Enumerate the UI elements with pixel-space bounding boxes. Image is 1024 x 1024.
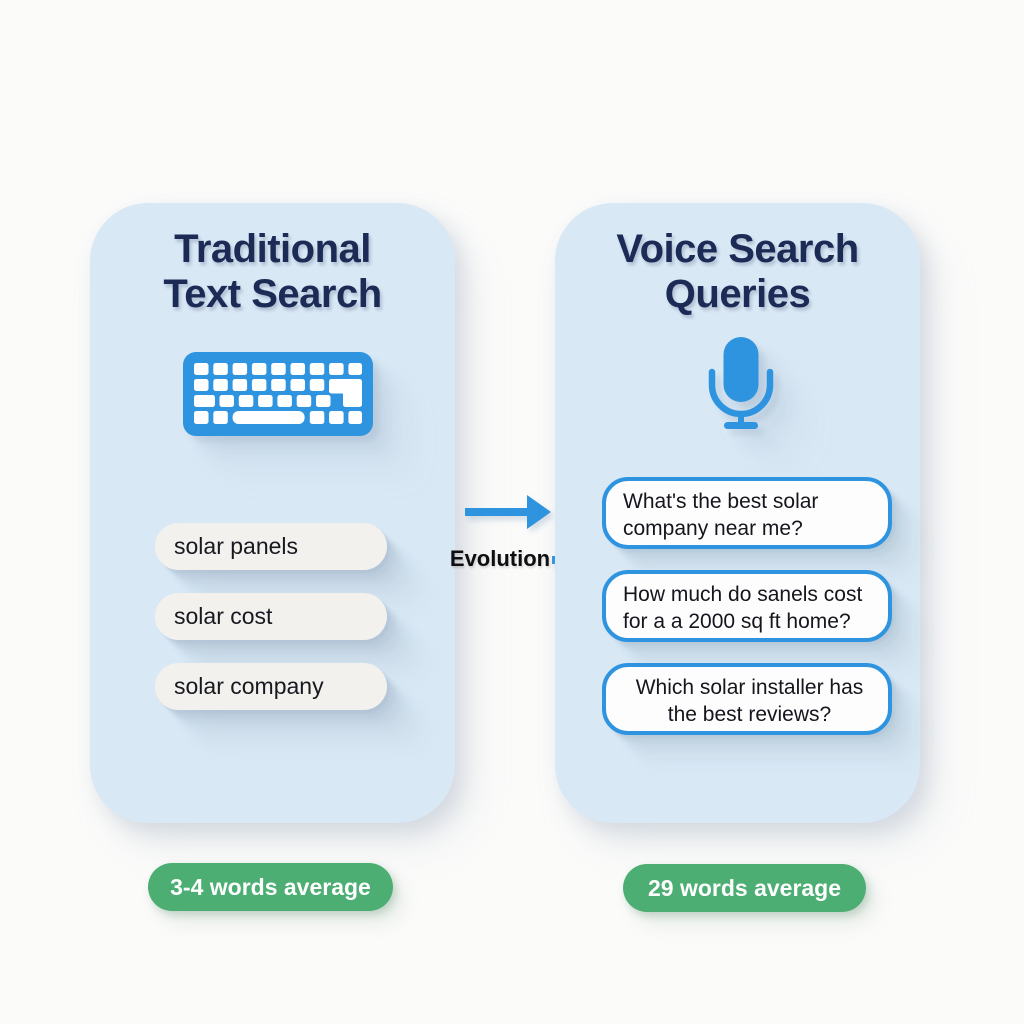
text-query-chip: solar cost [155,593,387,640]
text-query-chip: solar panels [155,523,387,570]
voice-query-bubble: Which solar installer has the best revie… [602,663,892,735]
voice-query-line: the best reviews? [667,703,832,726]
microphone-icon [708,337,774,431]
right-panel-title-line1: Voice Search [616,227,859,271]
evolution-label: Evolution [449,546,551,571]
left-panel-title: Traditional Text Search [90,227,455,317]
keyboard-icon [183,352,373,436]
right-panel-title: Voice Search Queries [555,227,920,317]
voice-query-line: company near me? [623,517,803,540]
left-panel-title-line2: Text Search [163,272,382,316]
right-panel-title-line2: Queries [664,272,811,316]
text-query-chip: solar company [155,663,387,710]
word-count-badge-left: 3-4 words average [148,863,393,911]
left-panel-title-line1: Traditional [174,227,371,271]
voice-query-bubble: What's the best solar company near me? [602,477,892,549]
arrow-right-icon [465,495,551,529]
voice-query-bubble: How much do sanels cost for a a 2000 sq … [602,570,892,642]
word-count-badge-right: 29 words average [623,864,866,912]
voice-query-line: for a a 2000 sq ft home? [623,610,851,633]
voice-search-queries-panel: Voice Search Queries What's the best sol… [555,203,920,823]
traditional-text-search-panel: Traditional Text Search solar pan [90,203,455,823]
voice-query-line: Which solar installer has [635,676,864,699]
voice-query-line: What's the best solar [623,490,819,513]
voice-query-line: How much do sanels cost [623,583,863,606]
